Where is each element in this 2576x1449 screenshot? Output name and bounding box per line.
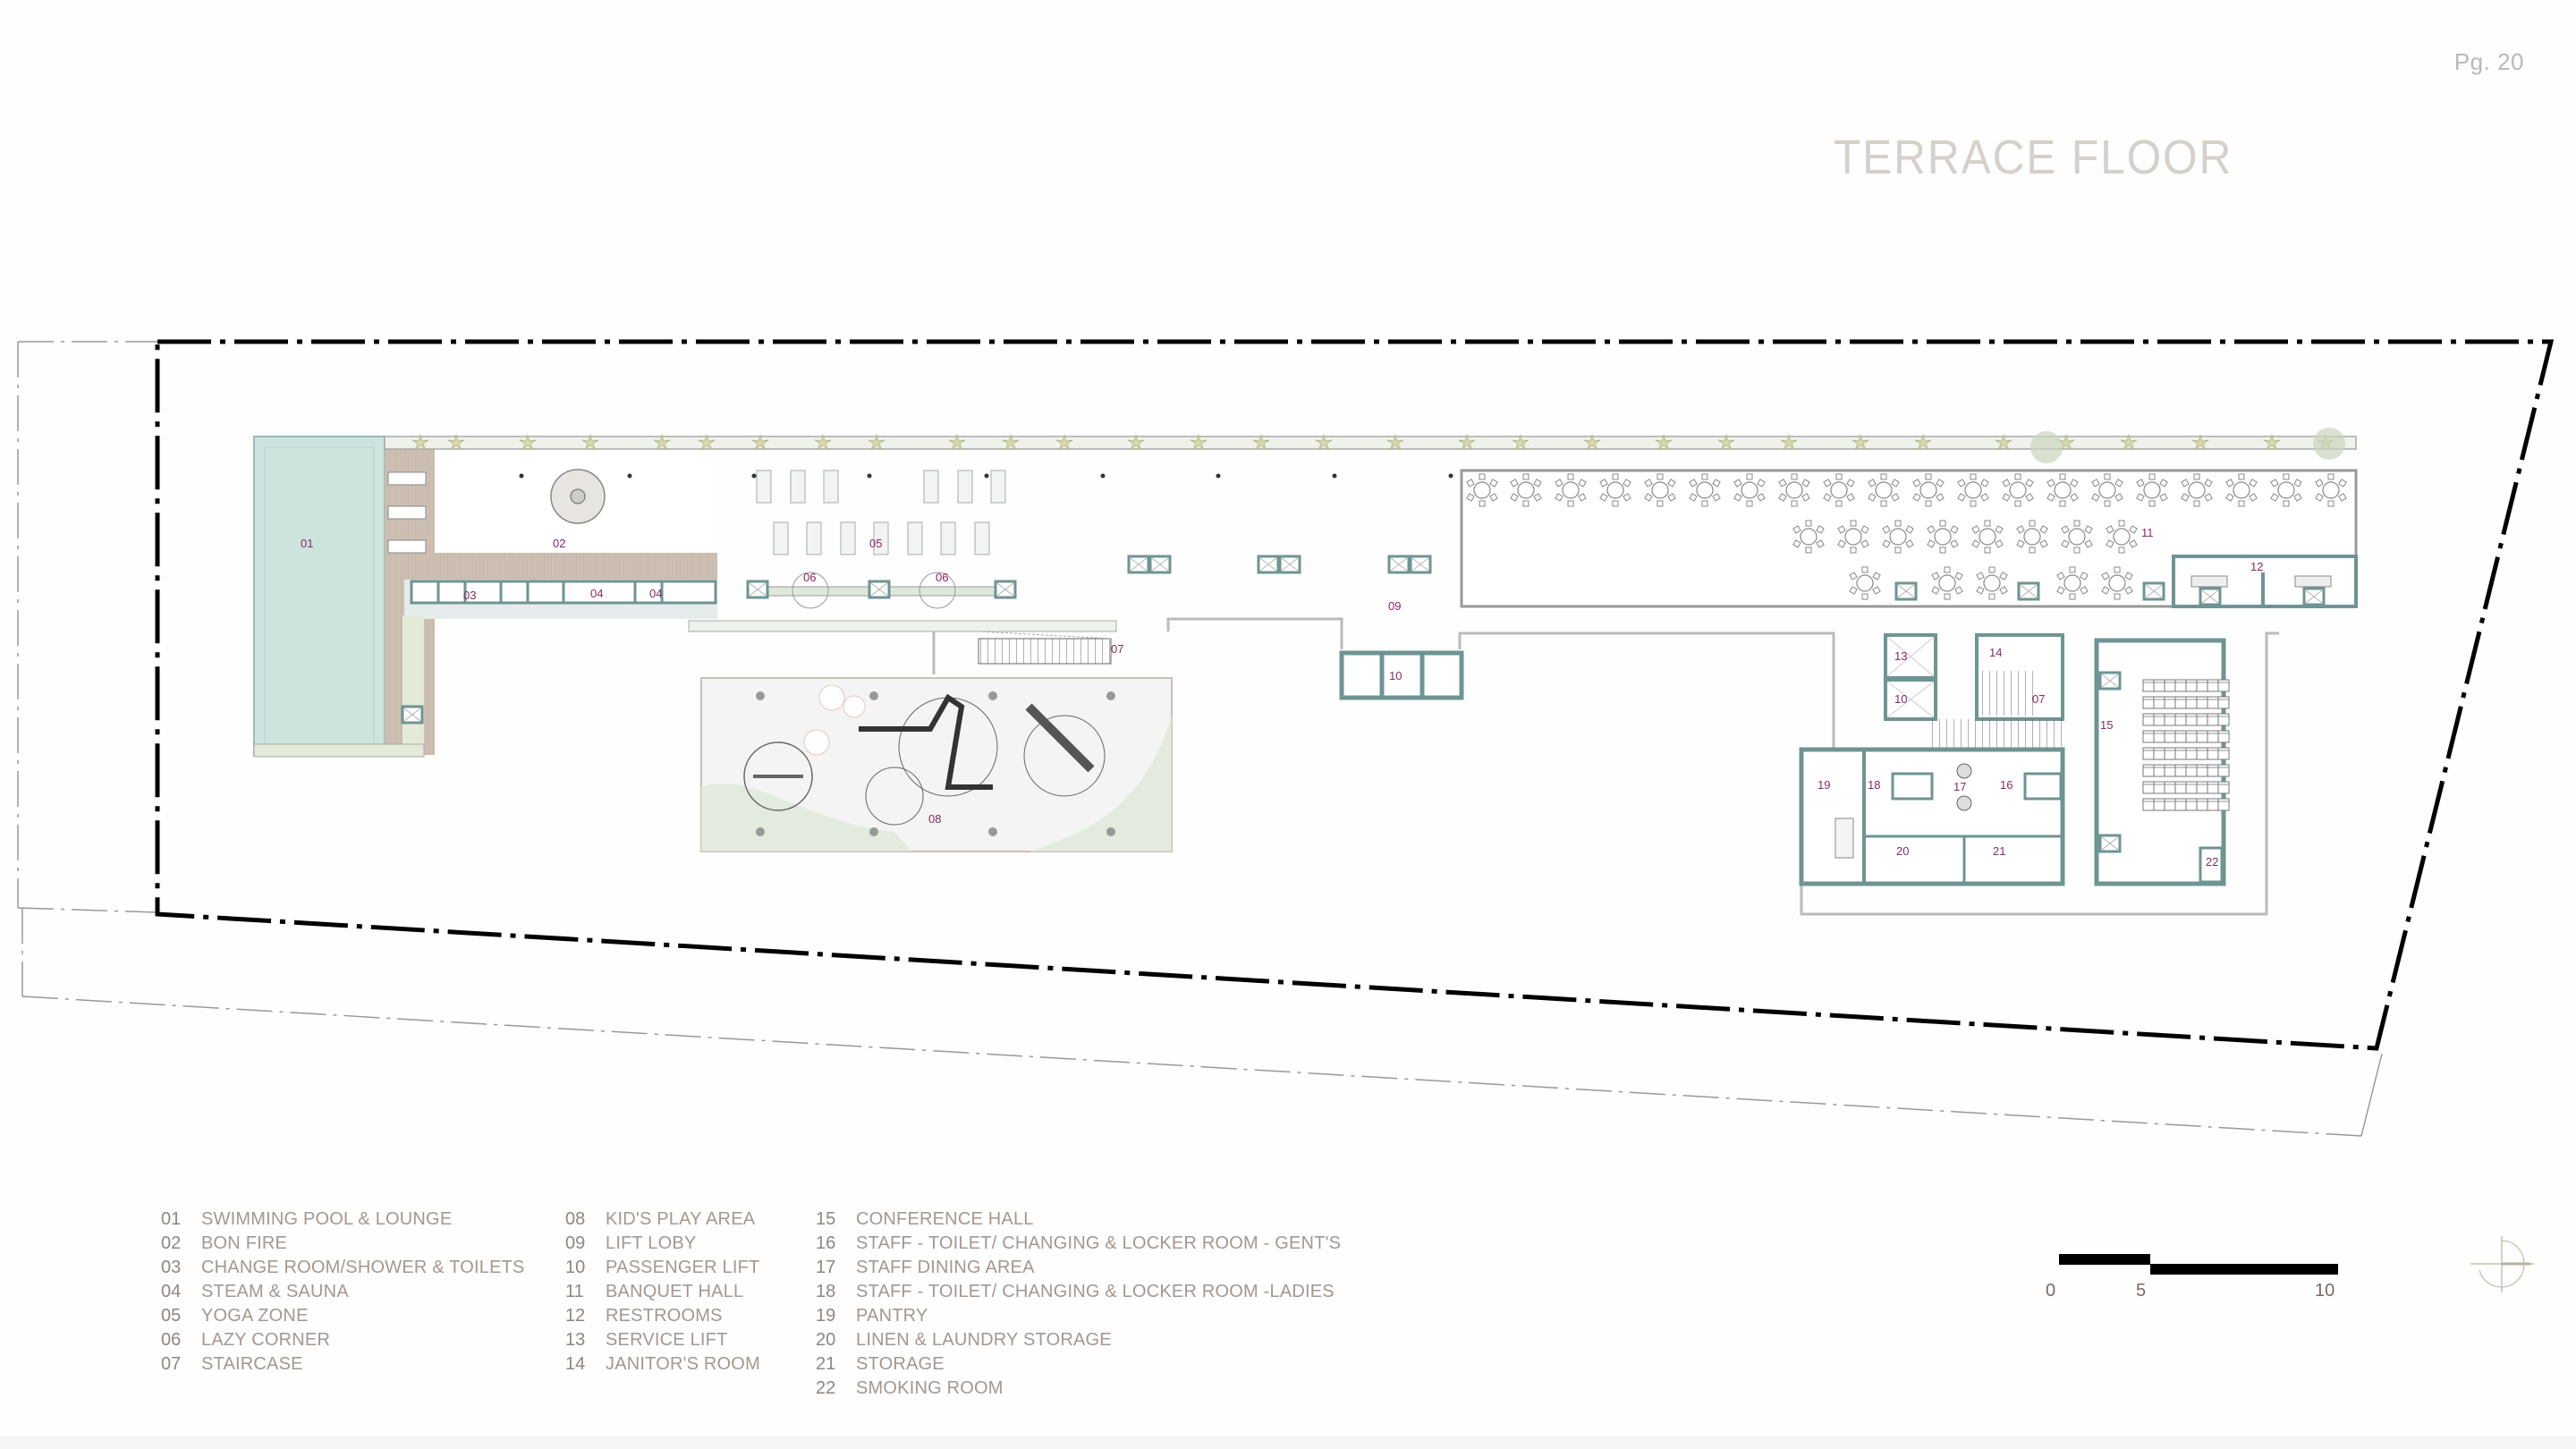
room-labels: 01 02 03 04 04 05 06 06 07 08 09 10 11 1… — [301, 526, 2263, 869]
swimming-pool-area — [253, 436, 717, 758]
svg-text:18: 18 — [1868, 778, 1880, 792]
svg-text:05: 05 — [869, 537, 882, 550]
svg-text:22: 22 — [2206, 855, 2218, 869]
svg-text:15: 15 — [2100, 718, 2113, 732]
svg-text:16: 16 — [2000, 778, 2012, 792]
scale-tick-5: 5 — [2136, 1281, 2147, 1301]
column-markers — [519, 473, 1453, 479]
svg-text:03: 03 — [463, 589, 476, 602]
svg-text:17: 17 — [1953, 780, 1966, 793]
svg-text:09: 09 — [1388, 599, 1401, 613]
svg-text:06: 06 — [803, 571, 816, 584]
svg-text:06: 06 — [936, 571, 948, 584]
staircase-left — [978, 631, 1112, 665]
svg-text:07: 07 — [1111, 642, 1123, 656]
svg-text:04: 04 — [590, 587, 603, 600]
svg-text:13: 13 — [1894, 649, 1907, 663]
scale-bar — [2059, 1254, 2338, 1275]
svg-text:04: 04 — [649, 587, 662, 600]
svg-text:10: 10 — [1894, 692, 1907, 706]
page-title: TERRACE FLOOR — [1834, 131, 2233, 184]
north-arrow-icon — [2470, 1236, 2534, 1292]
top-planter-strip — [384, 428, 2357, 463]
passenger-lifts — [1339, 650, 1464, 700]
site-boundary-outer — [17, 341, 2383, 1137]
kids-play-area — [700, 677, 1173, 852]
svg-text:20: 20 — [1896, 844, 1909, 858]
svg-text:19: 19 — [1818, 778, 1830, 792]
footer-strip — [0, 1436, 2576, 1449]
svg-text:08: 08 — [928, 812, 941, 826]
svg-text:14: 14 — [1989, 646, 2002, 659]
svg-text:12: 12 — [2250, 560, 2263, 573]
service-block — [1799, 631, 2279, 916]
yoga-zone — [688, 470, 1117, 632]
page-number: Pg. 20 — [2453, 48, 2524, 75]
scale-tick-10: 10 — [2315, 1281, 2335, 1301]
property-boundary — [155, 339, 2555, 1051]
svg-text:02: 02 — [553, 537, 565, 550]
svg-text:07: 07 — [2032, 692, 2045, 706]
banquet-hall — [1460, 469, 2358, 608]
svg-text:01: 01 — [301, 537, 313, 550]
svg-text:10: 10 — [1389, 669, 1402, 682]
scale-tick-0: 0 — [2046, 1281, 2056, 1301]
svg-text:11: 11 — [2141, 526, 2154, 539]
svg-text:21: 21 — [1993, 844, 2005, 858]
